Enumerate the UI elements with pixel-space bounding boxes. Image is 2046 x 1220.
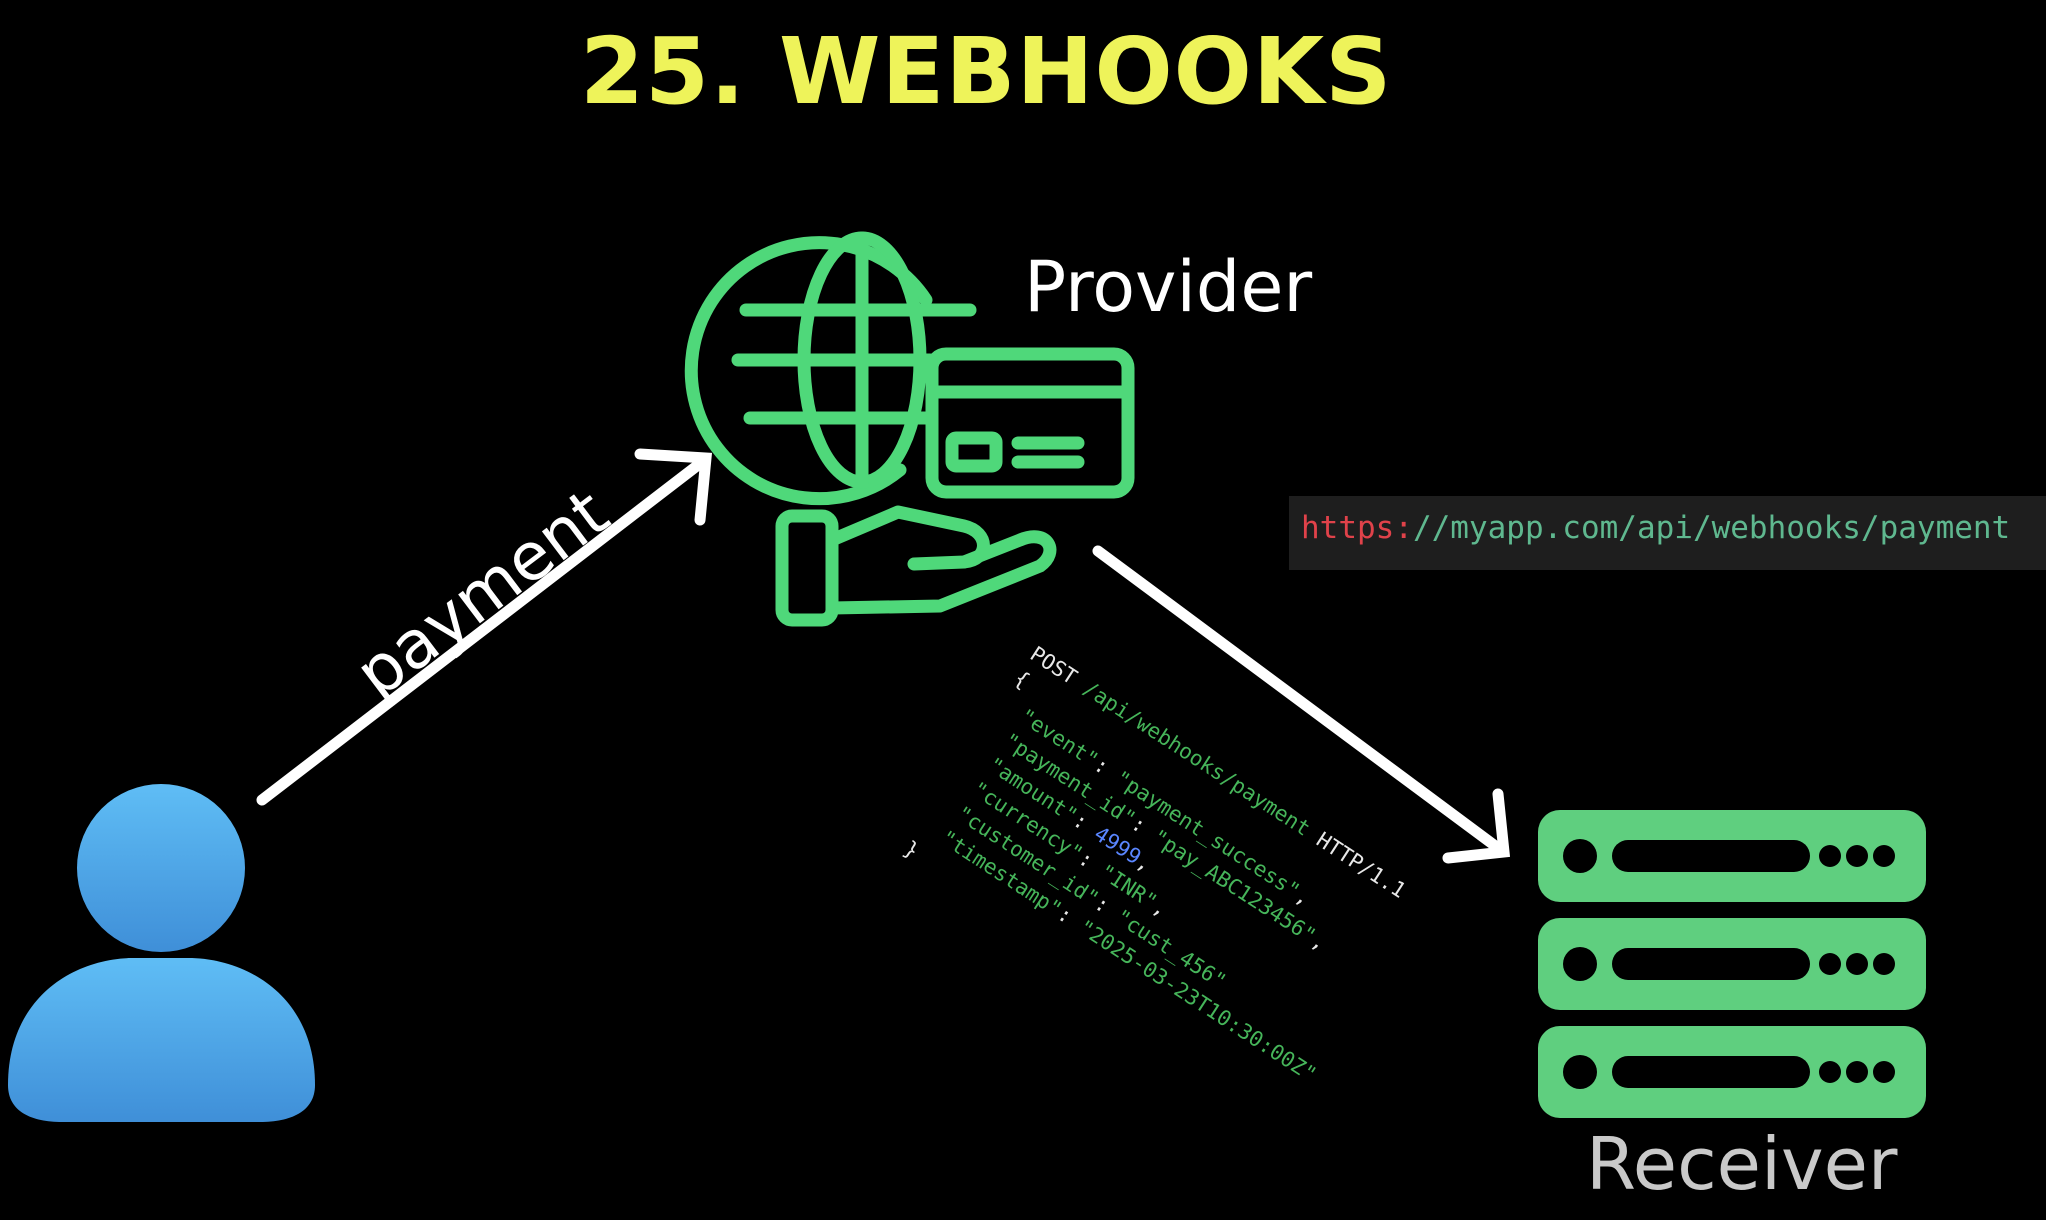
provider-label: Provider (1024, 246, 1313, 328)
server-unit (1538, 810, 1926, 902)
arrow-webhook (1092, 545, 1511, 864)
webhook-url: https://myapp.com/api/webhooks/payment (1301, 510, 2010, 546)
server-unit (1538, 1026, 1926, 1118)
arrow-payment (256, 448, 713, 806)
user-icon (8, 784, 315, 1122)
provider-icon (684, 231, 1135, 627)
url-scheme: https: (1301, 510, 1413, 546)
globe-icon (684, 231, 977, 506)
hand-icon (775, 505, 1057, 627)
card-icon (925, 347, 1135, 499)
server-stack-icon (1538, 810, 1926, 1118)
webhook-url-box: https://myapp.com/api/webhooks/payment (1289, 496, 2046, 570)
server-unit (1538, 918, 1926, 1010)
receiver-label: Receiver (1586, 1122, 1898, 1206)
page-title: 25. WEBHOOKS (580, 18, 1393, 125)
url-rest: //myapp.com/api/webhooks/payment (1412, 510, 2011, 546)
